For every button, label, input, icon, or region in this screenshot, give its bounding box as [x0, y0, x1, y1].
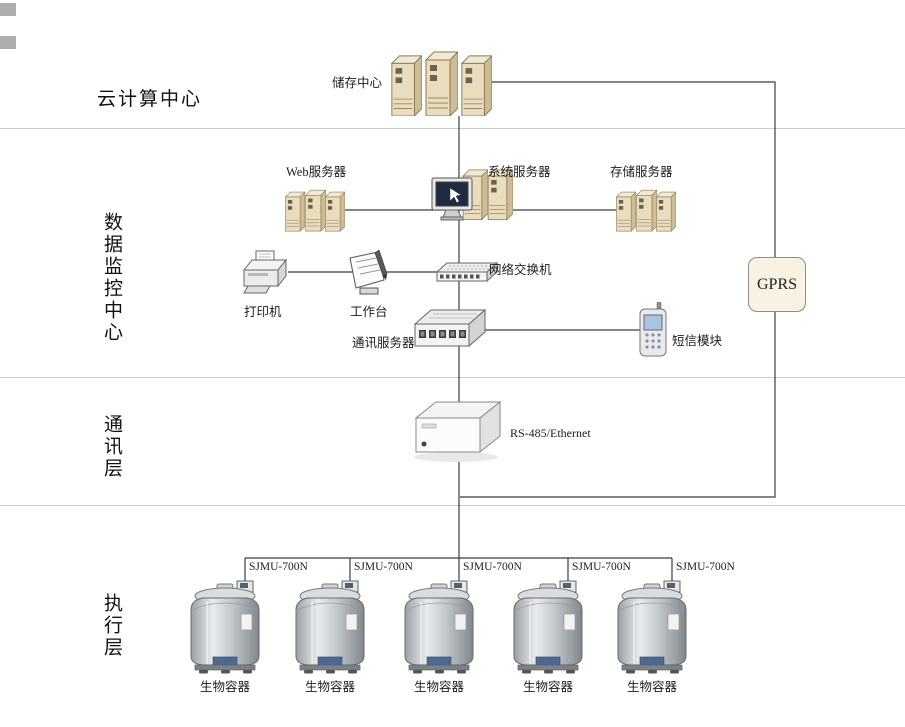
- sms-module-label: 短信模块: [672, 334, 723, 348]
- web-server-label: Web服务器: [286, 165, 347, 179]
- bio-tank-4: [506, 580, 590, 674]
- tank-model-label: SJMU-700N: [572, 561, 631, 573]
- workstation-label: 工作台: [350, 305, 388, 319]
- gprs-up-link: [492, 81, 776, 257]
- bio-tank-1: [183, 580, 267, 674]
- printer-label: 打印机: [244, 305, 282, 319]
- rs485-device-icon: [410, 400, 504, 464]
- edge-artifact-bottom: [0, 36, 16, 49]
- gprs-module: GPRS: [748, 257, 806, 312]
- bio-tank-caption: 生物容器: [522, 680, 573, 694]
- system-server-icon: [430, 166, 516, 238]
- web-server-icon: [283, 186, 345, 232]
- network-switch-icon: [435, 260, 499, 288]
- divider-comm-exec: [0, 505, 905, 506]
- edge-artifact-top: [0, 3, 16, 16]
- sms-phone-icon: [638, 301, 668, 358]
- rs485-label: RS-485/Ethernet: [510, 426, 591, 440]
- storage-center-servers-icon: [386, 48, 494, 120]
- bio-tank-caption: 生物容器: [626, 680, 677, 694]
- bio-tank-caption: 生物容器: [199, 680, 250, 694]
- divider-cloud-monitoring: [0, 128, 905, 129]
- comm-server-label: 通讯服务器: [352, 336, 415, 350]
- tank-model-label: SJMU-700N: [463, 561, 522, 573]
- printer-icon: [240, 250, 288, 298]
- tank-model-label: SJMU-700N: [354, 561, 413, 573]
- layer-label-monitoring: 数据监控中心: [101, 212, 122, 344]
- bio-tank-3: [397, 580, 481, 674]
- tank-model-label: SJMU-700N: [249, 561, 308, 573]
- bio-tank-5: [610, 580, 694, 674]
- bio-tank-caption: 生物容器: [413, 680, 464, 694]
- tank-model-label: SJMU-700N: [676, 561, 735, 573]
- network-switch-label: 网络交换机: [489, 263, 552, 277]
- workstation-icon: [346, 248, 392, 302]
- bio-tank-2: [288, 580, 372, 674]
- system-server-label: 系统服务器: [488, 165, 551, 179]
- layer-label-communication: 通讯层: [101, 414, 122, 480]
- storage-center-label: 储存中心: [332, 76, 383, 90]
- divider-monitoring-comm: [0, 377, 905, 378]
- layer-label-execution: 执行层: [101, 593, 122, 659]
- layer-label-cloud: 云计算中心: [97, 89, 203, 110]
- comm-server-icon: [413, 308, 487, 350]
- storage-server-label: 存储服务器: [610, 165, 673, 179]
- storage-server-icon: [614, 186, 676, 232]
- gprs-label: GPRS: [756, 275, 798, 293]
- gprs-down-link: [460, 312, 776, 498]
- bio-tank-caption: 生物容器: [304, 680, 355, 694]
